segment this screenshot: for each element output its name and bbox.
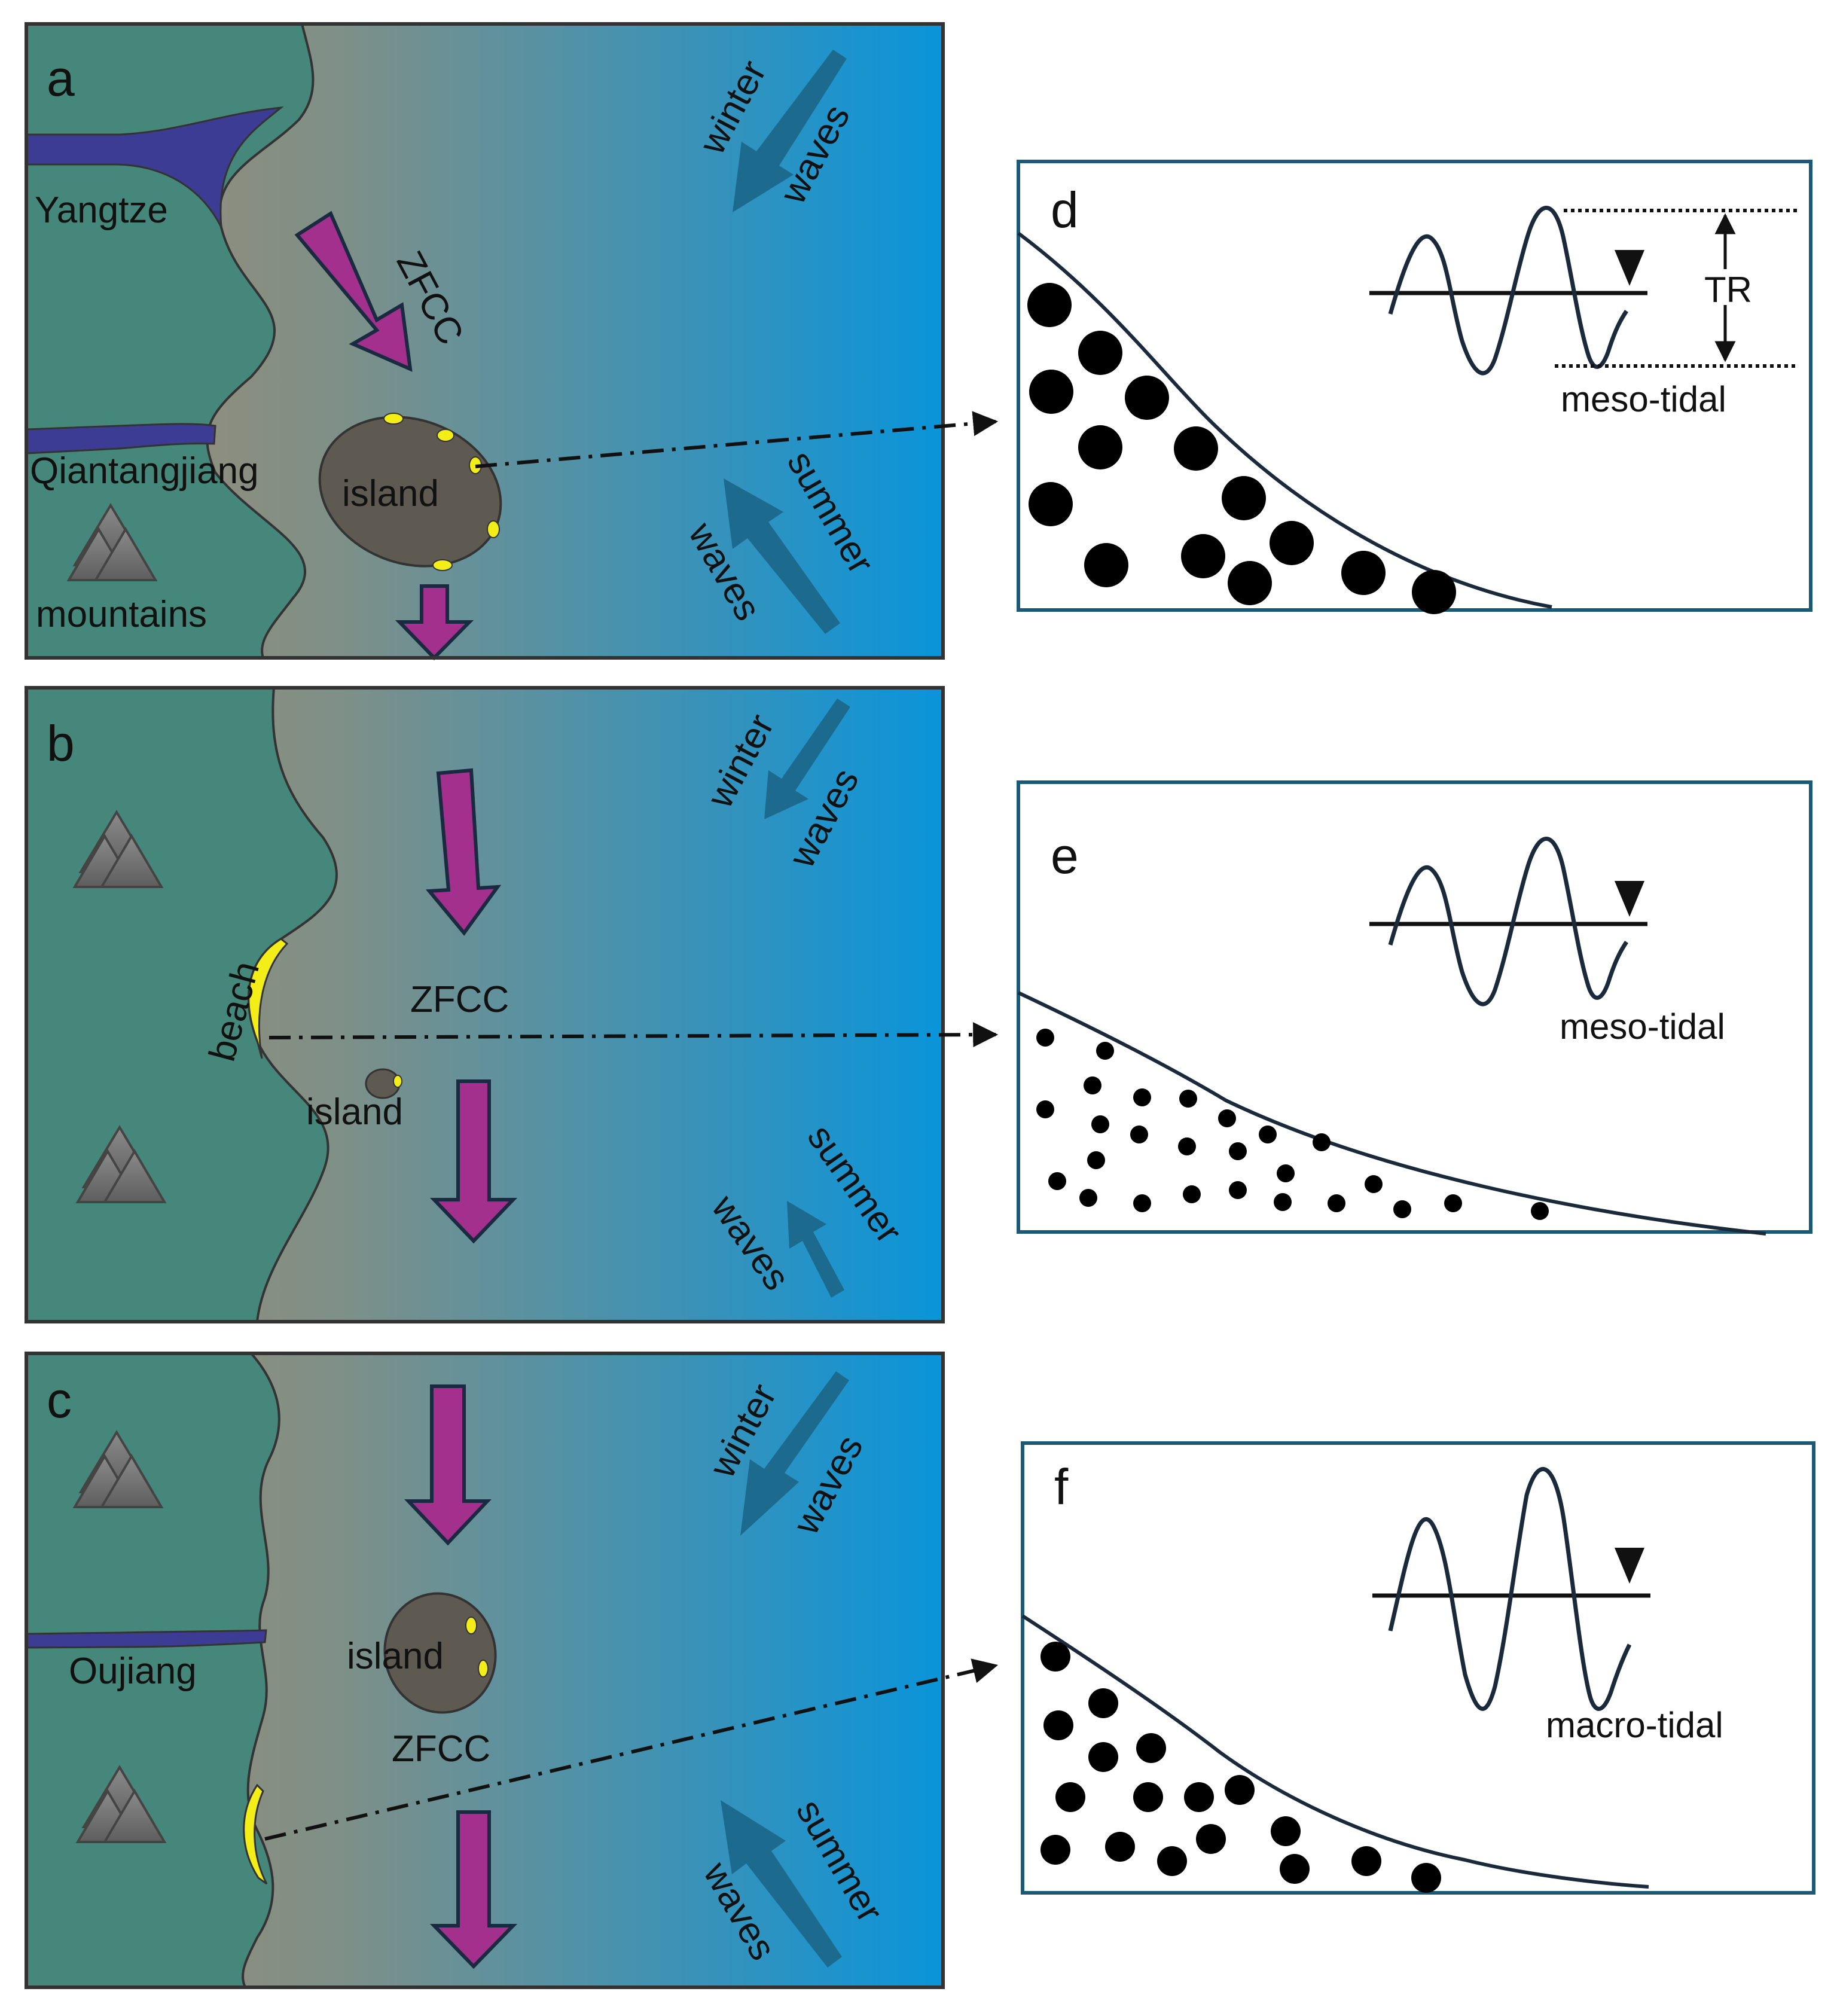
panel-f-frame xyxy=(1021,1441,1815,1895)
panel-a-zfcc-arrow[interactable] xyxy=(294,211,413,372)
panel-a-land xyxy=(25,23,315,659)
panel-a-river-qiantangjiang xyxy=(25,423,216,455)
panel-c-label-oujiang: Oujiang xyxy=(69,1651,197,1692)
panel-d-label-tr: TR xyxy=(1704,270,1752,310)
panel-d: d TR meso-tidal xyxy=(1017,160,1812,614)
panel-d-label-tide-type: meso-tidal xyxy=(1561,379,1726,419)
panel-c-river-oujiang xyxy=(25,1629,267,1649)
panel-c-island-beaches xyxy=(465,1617,489,1678)
panel-a-winter-wave-arrow[interactable] xyxy=(733,50,847,212)
panel-e-sediment-grains xyxy=(1036,1029,1549,1220)
panel-b: b beach ZFCC island winter waves summer … xyxy=(25,686,945,1323)
panel-a-river-yangtze xyxy=(25,106,284,228)
panel-c-zfcc-arrow-upper[interactable] xyxy=(404,1384,492,1546)
panel-b-zfcc-arrow-lower[interactable] xyxy=(429,1079,518,1244)
panel-d-tidal-range-indicator xyxy=(1555,209,1797,368)
panel-d-sediment-grains xyxy=(1027,283,1456,614)
panel-f-label-tide-type: macro-tidal xyxy=(1546,1705,1723,1745)
panel-a-label-qiantangjiang: Qiantangjiang xyxy=(30,450,259,492)
panel-a-letter: a xyxy=(47,50,75,106)
panel-c-label-zfcc: ZFCC xyxy=(392,1728,490,1770)
panel-e-frame xyxy=(1017,780,1812,1234)
panel-c-zfcc-arrow-lower[interactable] xyxy=(429,1810,518,1969)
panel-a-summer-wave-arrow[interactable] xyxy=(724,478,840,634)
panel-e-tide-curve-icon xyxy=(1369,837,1647,1007)
panel-a-island-beaches xyxy=(383,413,500,571)
panel-f-beach-profile xyxy=(1021,1614,1649,1889)
panel-e: e meso-tidal xyxy=(1017,780,1812,1236)
panel-e-letter: e xyxy=(1051,828,1079,884)
panel-b-winter-wave-arrow[interactable] xyxy=(764,699,850,819)
panel-a: a Yangtze Qiantangjiang mountains island… xyxy=(25,22,945,661)
panel-b-zfcc-arrow-upper[interactable] xyxy=(425,768,502,936)
panel-b-label-zfcc: ZFCC xyxy=(410,979,509,1020)
connector-b-to-e xyxy=(268,1022,999,1048)
panel-e-beach-profile xyxy=(1017,991,1766,1236)
panel-c-winter-wave-arrow[interactable] xyxy=(740,1371,849,1536)
panel-a-label-yangtze: Yangtze xyxy=(35,190,168,231)
panel-c-label-island: island xyxy=(347,1636,444,1677)
panel-b-frame xyxy=(25,686,945,1323)
panel-e-label-tide-type: meso-tidal xyxy=(1560,1007,1725,1047)
panel-c-frame xyxy=(25,1352,945,1989)
panel-b-letter: b xyxy=(47,715,75,771)
panel-c-beach xyxy=(243,1783,268,1885)
panel-a-frame xyxy=(25,22,945,660)
panel-f-tide-curve-icon xyxy=(1372,1467,1650,1711)
panel-b-beach xyxy=(248,938,289,1059)
panel-f-sediment-grains xyxy=(1040,1642,1441,1893)
connector-lines xyxy=(264,411,999,1841)
panel-a-label-island: island xyxy=(342,473,439,514)
panel-a-label-mountains: mountains xyxy=(36,594,207,635)
panel-a-zfcc-outflow-arrow[interactable] xyxy=(395,584,474,661)
panel-c-summer-wave-arrow[interactable] xyxy=(721,1800,842,1968)
connector-a-to-d xyxy=(475,411,999,468)
panel-c: c Oujiang island ZFCC winter waves summe… xyxy=(25,1352,945,1989)
panel-b-island-beach xyxy=(393,1075,402,1088)
panel-b-summer-wave-arrow[interactable] xyxy=(787,1201,844,1298)
panel-f-letter: f xyxy=(1054,1459,1069,1515)
panel-d-tide-curve-icon xyxy=(1369,206,1647,376)
panel-f: f macro-tidal xyxy=(1021,1441,1815,1895)
panel-d-letter: d xyxy=(1051,182,1079,238)
panel-b-label-island: island xyxy=(306,1091,403,1133)
panel-c-letter: c xyxy=(47,1372,72,1428)
